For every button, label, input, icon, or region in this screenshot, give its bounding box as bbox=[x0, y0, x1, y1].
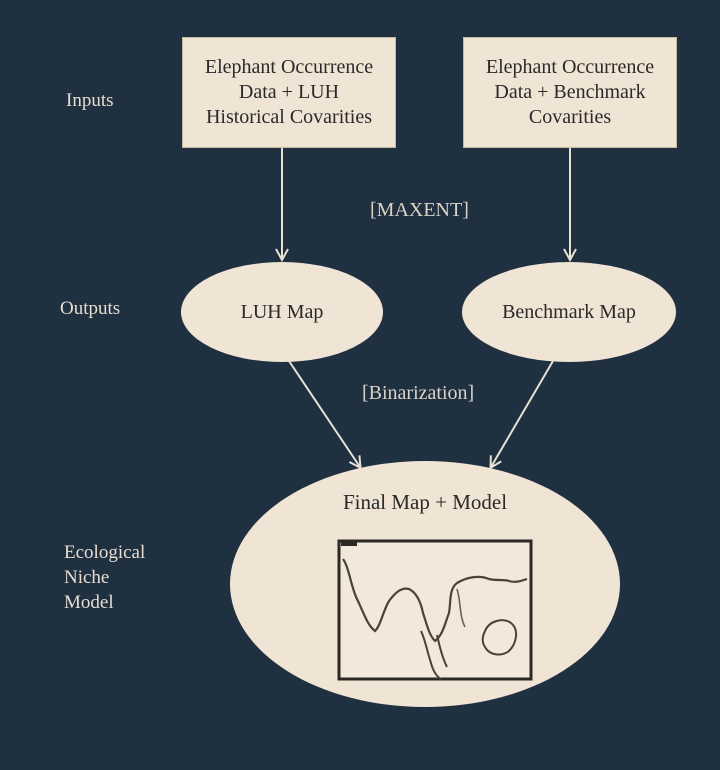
benchmark-map-label: Benchmark Map bbox=[502, 300, 636, 323]
label-line: Niche bbox=[64, 567, 110, 588]
label-line: Ecological bbox=[64, 542, 146, 563]
inputs-row-label: Inputs bbox=[66, 90, 114, 111]
sketch-map-icon bbox=[337, 539, 533, 681]
box-line: Elephant Occurrence bbox=[204, 56, 374, 78]
box-line: Elephant Occurrence bbox=[485, 56, 655, 78]
arrow-benchmark-map-to-final bbox=[491, 360, 554, 467]
box-line: Data + LUH bbox=[238, 81, 340, 103]
final-map-model-title: Final Map + Model bbox=[342, 490, 508, 514]
maxent-step-label: [MAXENT] bbox=[370, 199, 469, 221]
luh-map-node: LUH Map bbox=[181, 262, 383, 362]
benchmark-input-box: Elephant Occurrence Data + Benchmark Cov… bbox=[463, 37, 677, 148]
outputs-row-label: Outputs bbox=[60, 298, 121, 319]
box-line: Covarities bbox=[528, 106, 612, 128]
ecological-niche-model-label: Ecological Niche Model bbox=[64, 540, 145, 615]
arrow-luh-map-to-final bbox=[288, 360, 360, 467]
binarization-step-label: [Binarization] bbox=[362, 382, 475, 404]
box-line: Data + Benchmark bbox=[494, 81, 646, 103]
benchmark-map-node: Benchmark Map bbox=[462, 262, 676, 362]
luh-map-label: LUH Map bbox=[240, 300, 324, 323]
label-line: Model bbox=[64, 592, 114, 613]
box-line: Historical Covarities bbox=[205, 106, 373, 128]
luh-input-box: Elephant Occurrence Data + LUH Historica… bbox=[182, 37, 396, 148]
